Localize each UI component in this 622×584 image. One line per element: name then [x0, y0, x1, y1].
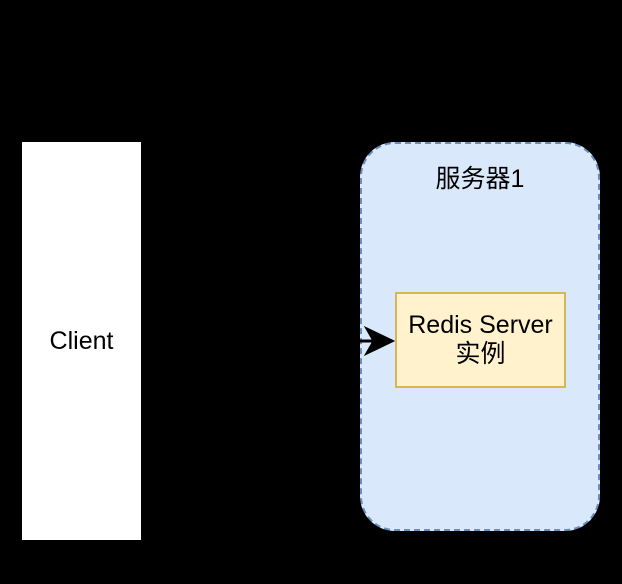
server-group-node: 服务器1 Redis Server 实例 [360, 142, 600, 531]
client-node: Client [22, 142, 141, 540]
client-node-label: Client [49, 326, 114, 355]
redis-instance-label-line1: Redis Server [408, 311, 553, 339]
server-group-label: 服务器1 [435, 165, 525, 193]
redis-instance-label-line2: 实例 [455, 340, 506, 368]
redis-instance-node: Redis Server 实例 [395, 292, 566, 388]
